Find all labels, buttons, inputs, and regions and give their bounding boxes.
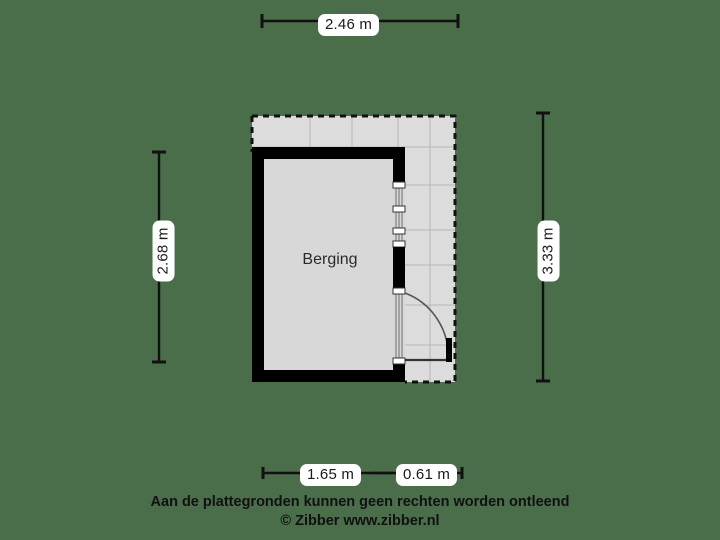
door-jamb	[392, 287, 406, 295]
dimension-label-left: 2.68 m	[152, 220, 175, 282]
room-label-berging: Berging	[302, 251, 358, 268]
door-hinge-stop	[446, 338, 452, 362]
window-jamb	[392, 240, 406, 248]
window-jamb	[392, 227, 406, 235]
room-floor-berging	[264, 159, 393, 370]
window-jamb	[392, 181, 406, 189]
window-glazing-icon-lower	[395, 290, 403, 364]
footer-line-copyright: © Zibber www.zibber.nl	[280, 513, 440, 530]
dimension-label-bottom-left: 1.65 m	[300, 464, 362, 486]
dimension-label-right: 3.33 m	[537, 220, 560, 282]
wall-pier	[393, 247, 405, 288]
dimension-label-bottom-right: 0.61 m	[396, 464, 458, 486]
dimension-label-top: 2.46 m	[318, 14, 380, 36]
door-jamb	[392, 357, 406, 365]
footer-disclaimer: Aan de plattegronden kunnen geen rechten…	[0, 493, 720, 532]
building-walls	[252, 147, 405, 382]
window-jamb	[392, 205, 406, 213]
window-glazing-icon-upper	[395, 184, 403, 245]
terrace-area	[250, 114, 457, 384]
footer-line-disclaimer: Aan de plattegronden kunnen geen rechten…	[150, 493, 570, 510]
terrace-fill	[252, 116, 455, 382]
right-wall-openings	[392, 181, 452, 365]
terrace-dashed-outline	[252, 114, 457, 384]
